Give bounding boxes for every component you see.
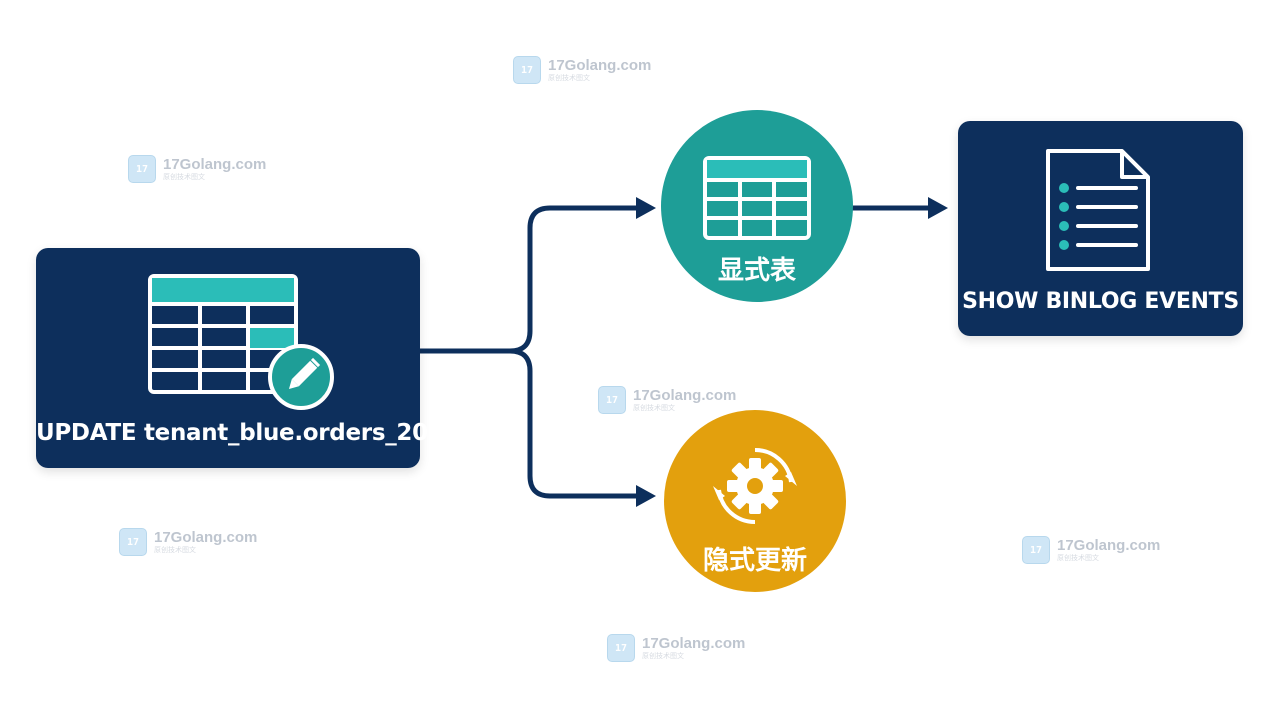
watermark-domain: 17Golang.com	[633, 387, 737, 404]
arrow-to-implicit	[636, 485, 656, 507]
explicit-table-node: 显式表	[661, 110, 853, 302]
watermark-logo: 17	[607, 634, 635, 662]
watermark-subtitle: 原创技术图文	[642, 652, 684, 660]
watermark-subtitle: 原创技术图文	[548, 74, 590, 82]
watermark: 17 17Golang.com 原创技术图文	[1022, 536, 1160, 564]
implicit-update-label: 隐式更新	[702, 546, 807, 576]
source-update-label: UPDATE tenant_blue.orders_2026	[36, 420, 460, 446]
watermark: 17 17Golang.com 原创技术图文	[119, 528, 257, 556]
binlog-events-node: SHOW BINLOG EVENTS	[958, 121, 1243, 336]
watermark: 17 17Golang.com 原创技术图文	[128, 155, 266, 183]
watermark-logo: 17	[513, 56, 541, 84]
watermark-subtitle: 原创技术图文	[163, 173, 205, 181]
document-list-icon	[1046, 149, 1150, 271]
gear-refresh-icon	[713, 447, 797, 525]
watermark-domain: 17Golang.com	[642, 635, 746, 652]
implicit-update-node: 隐式更新	[664, 410, 846, 592]
explicit-table-label: 显式表	[717, 256, 796, 286]
watermark-domain: 17Golang.com	[1057, 537, 1161, 554]
watermark-logo: 17	[119, 528, 147, 556]
arrow-to-binlog	[928, 197, 948, 219]
edge-source-to-implicit	[507, 348, 643, 499]
table-icon	[703, 156, 811, 240]
watermark-domain: 17Golang.com	[154, 529, 258, 546]
watermark-domain: 17Golang.com	[163, 156, 267, 173]
watermark-subtitle: 原创技术图文	[154, 546, 196, 554]
binlog-events-label: SHOW BINLOG EVENTS	[962, 289, 1239, 314]
watermark: 17 17Golang.com 原创技术图文	[598, 386, 736, 414]
watermark-logo: 17	[128, 155, 156, 183]
watermark: 17 17Golang.com 原创技术图文	[607, 634, 745, 662]
watermark-subtitle: 原创技术图文	[1057, 554, 1099, 562]
edge-source-to-explicit	[417, 205, 643, 354]
table-edit-icon	[148, 274, 334, 410]
watermark: 17 17Golang.com 原创技术图文	[513, 56, 651, 84]
source-update-node: UPDATE tenant_blue.orders_2026	[36, 248, 460, 468]
watermark-logo: 17	[598, 386, 626, 414]
watermark-subtitle: 原创技术图文	[633, 404, 675, 412]
watermark-domain: 17Golang.com	[548, 57, 652, 74]
arrow-to-explicit	[636, 197, 656, 219]
watermark-logo: 17	[1022, 536, 1050, 564]
